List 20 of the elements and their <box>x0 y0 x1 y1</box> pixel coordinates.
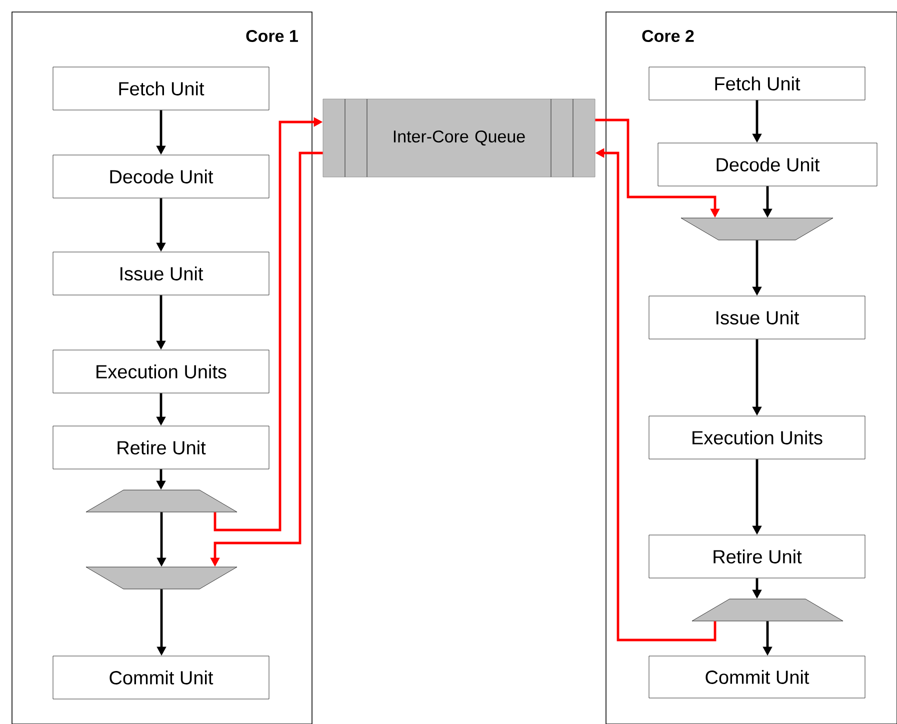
multiplexer-trapezoid <box>86 490 238 512</box>
unit-box: Decode Unit <box>658 142 878 186</box>
core-panel <box>12 12 312 724</box>
multiplexer-trapezoid <box>692 598 844 622</box>
multiplexer-trapezoid <box>680 218 834 240</box>
unit-box: Decode Unit <box>52 154 270 198</box>
unit-box: Retire Unit <box>648 534 866 578</box>
panel-heading: Core 1 <box>246 30 298 42</box>
unit-box: Commit Unit <box>52 656 270 700</box>
unit-box: Execution Units <box>52 350 270 394</box>
unit-box: Execution Units <box>648 416 866 460</box>
unit-box: Fetch Unit <box>52 66 270 110</box>
queue-box: Inter-Core Queue <box>322 98 596 178</box>
unit-box: Issue Unit <box>648 296 866 340</box>
unit-box: Fetch Unit <box>648 66 866 100</box>
multiplexer-trapezoid <box>86 566 238 590</box>
unit-box: Retire Unit <box>52 426 270 470</box>
unit-box: Commit Unit <box>648 656 866 698</box>
unit-box: Issue Unit <box>52 252 270 296</box>
panel-heading: Core 2 <box>642 30 694 42</box>
